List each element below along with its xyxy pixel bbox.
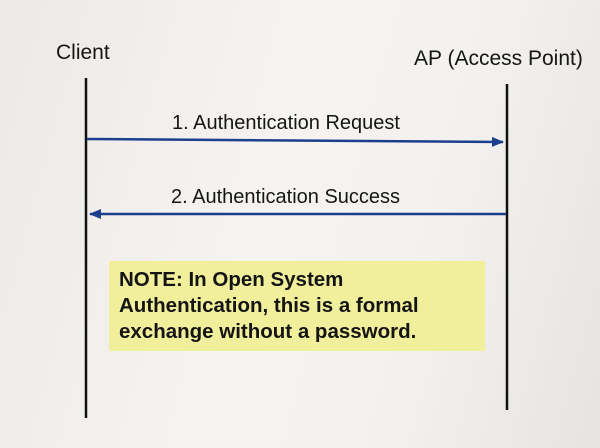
client-label: Client [56,41,110,64]
authentication-request-label: 1. Authentication Request [172,112,400,134]
request-arrow [86,136,504,147]
access-point-label: AP (Access Point) [414,47,583,70]
note-box: NOTE: In Open System Authentication, thi… [109,261,485,351]
authentication-success-label: 2. Authentication Success [171,186,401,208]
note-text: NOTE: In Open System Authentication, thi… [119,268,419,343]
